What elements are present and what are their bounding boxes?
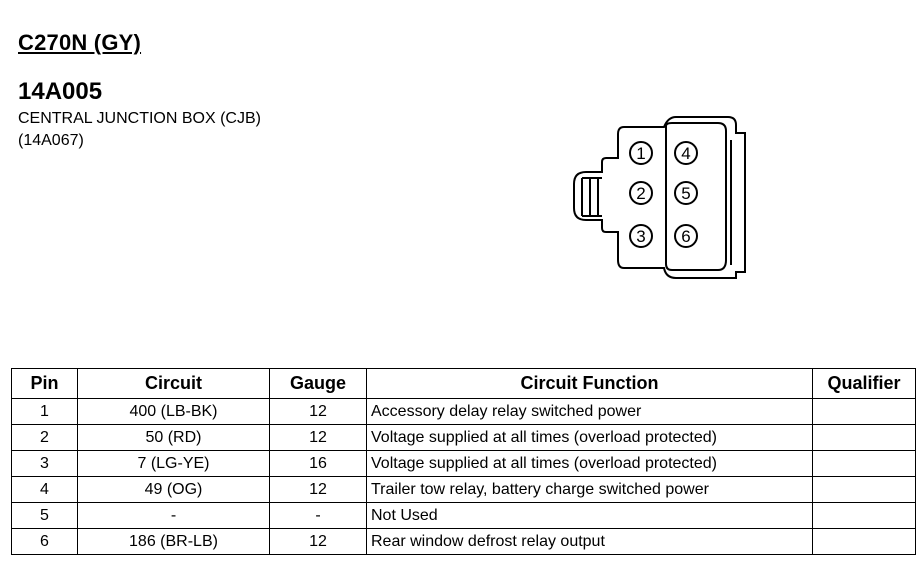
cell-circuit: 50 (RD) bbox=[77, 424, 270, 451]
pin-3-cavity bbox=[629, 224, 653, 248]
pin-1-cavity bbox=[629, 141, 653, 165]
table-row: 5 - - Not Used bbox=[11, 502, 916, 529]
pin-5-cavity bbox=[674, 181, 698, 205]
pin-label-2: 2 bbox=[636, 184, 645, 203]
pin-label-1: 1 bbox=[636, 144, 645, 163]
table-row: 2 50 (RD) 12 Voltage supplied at all tim… bbox=[11, 424, 916, 451]
cell-qualifier bbox=[812, 398, 916, 425]
cell-circuit: 7 (LG-YE) bbox=[77, 450, 270, 477]
cell-circuit: 49 (OG) bbox=[77, 476, 270, 503]
header-pin: Pin bbox=[11, 368, 78, 399]
component-ref: (14A067) bbox=[18, 132, 84, 149]
cell-qualifier bbox=[812, 424, 916, 451]
cell-gauge: 12 bbox=[269, 476, 367, 503]
component-name: CENTRAL JUNCTION BOX (CJB) bbox=[18, 110, 261, 127]
cell-qualifier bbox=[812, 502, 916, 529]
pinout-table: Pin Circuit Gauge Circuit Function Quali… bbox=[11, 368, 916, 555]
cell-function: Voltage supplied at all times (overload … bbox=[366, 424, 813, 451]
cell-circuit: - bbox=[77, 502, 270, 529]
connector-housing bbox=[573, 116, 746, 279]
cell-gauge: 16 bbox=[269, 450, 367, 477]
table-header-row: Pin Circuit Gauge Circuit Function Quali… bbox=[11, 368, 916, 399]
header-circuit: Circuit bbox=[77, 368, 270, 399]
pin-4-cavity bbox=[674, 141, 698, 165]
pin-label-6: 6 bbox=[681, 227, 690, 246]
pin-label-5: 5 bbox=[681, 184, 690, 203]
cell-function: Trailer tow relay, battery charge switch… bbox=[366, 476, 813, 503]
part-number: 14A005 bbox=[18, 78, 103, 105]
cell-function: Rear window defrost relay output bbox=[366, 528, 813, 555]
cell-qualifier bbox=[812, 450, 916, 477]
cell-function: Accessory delay relay switched power bbox=[366, 398, 813, 425]
cell-pin: 1 bbox=[11, 398, 78, 425]
cell-pin: 6 bbox=[11, 528, 78, 555]
cell-pin: 4 bbox=[11, 476, 78, 503]
connector-id: C270N (GY) bbox=[18, 30, 142, 55]
pin-label-4: 4 bbox=[681, 144, 690, 163]
table-row: 6 186 (BR-LB) 12 Rear window defrost rel… bbox=[11, 528, 916, 555]
cell-gauge: 12 bbox=[269, 528, 367, 555]
connector-diagram: 1 2 3 4 5 6 bbox=[573, 116, 746, 279]
cell-gauge: 12 bbox=[269, 398, 367, 425]
table-row: 4 49 (OG) 12 Trailer tow relay, battery … bbox=[11, 476, 916, 503]
cell-function: Not Used bbox=[366, 502, 813, 529]
table-row: 3 7 (LG-YE) 16 Voltage supplied at all t… bbox=[11, 450, 916, 477]
pin-label-3: 3 bbox=[636, 227, 645, 246]
connector-cavity bbox=[665, 122, 727, 271]
cell-qualifier bbox=[812, 476, 916, 503]
cell-pin: 2 bbox=[11, 424, 78, 451]
cell-pin: 5 bbox=[11, 502, 78, 529]
cell-gauge: 12 bbox=[269, 424, 367, 451]
cell-function: Voltage supplied at all times (overload … bbox=[366, 450, 813, 477]
pin-2-cavity bbox=[629, 181, 653, 205]
header-qualifier: Qualifier bbox=[812, 368, 916, 399]
cell-circuit: 400 (LB-BK) bbox=[77, 398, 270, 425]
table-row: 1 400 (LB-BK) 12 Accessory delay relay s… bbox=[11, 398, 916, 425]
cell-qualifier bbox=[812, 528, 916, 555]
header-gauge: Gauge bbox=[269, 368, 367, 399]
header-circuit-function: Circuit Function bbox=[366, 368, 813, 399]
cell-pin: 3 bbox=[11, 450, 78, 477]
cell-gauge: - bbox=[269, 502, 367, 529]
pin-6-cavity bbox=[674, 224, 698, 248]
cell-circuit: 186 (BR-LB) bbox=[77, 528, 270, 555]
